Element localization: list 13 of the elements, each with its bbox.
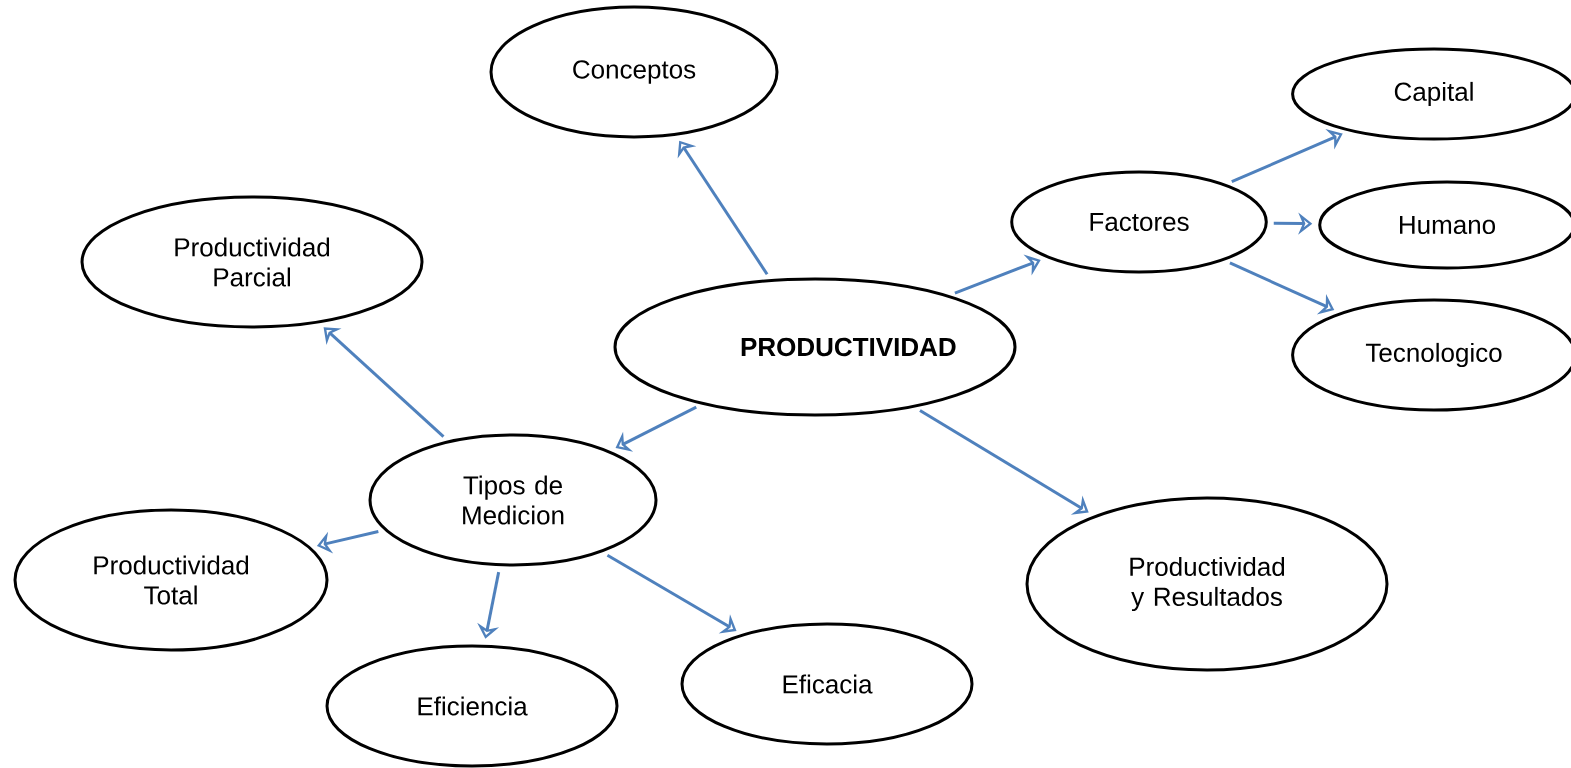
ellipse-node: Factores xyxy=(1010,170,1268,274)
ellipse-node: Productividad Parcial xyxy=(80,195,424,329)
ellipse-node: PRODUCTIVIDAD xyxy=(613,277,1017,417)
arrow xyxy=(1231,128,1343,184)
arrow xyxy=(323,327,445,438)
arrow xyxy=(919,409,1089,515)
ellipse-node: Productividad y Resultados xyxy=(1025,496,1389,672)
ellipse-node: Eficacia xyxy=(680,622,974,746)
arrow xyxy=(954,254,1041,295)
ellipse-node: Tipos de Medicion xyxy=(368,433,658,567)
ellipse-node: Productividad Total xyxy=(13,508,329,652)
ellipse-node: Conceptos xyxy=(489,5,779,139)
ellipse-node: Eficiencia xyxy=(325,644,619,768)
